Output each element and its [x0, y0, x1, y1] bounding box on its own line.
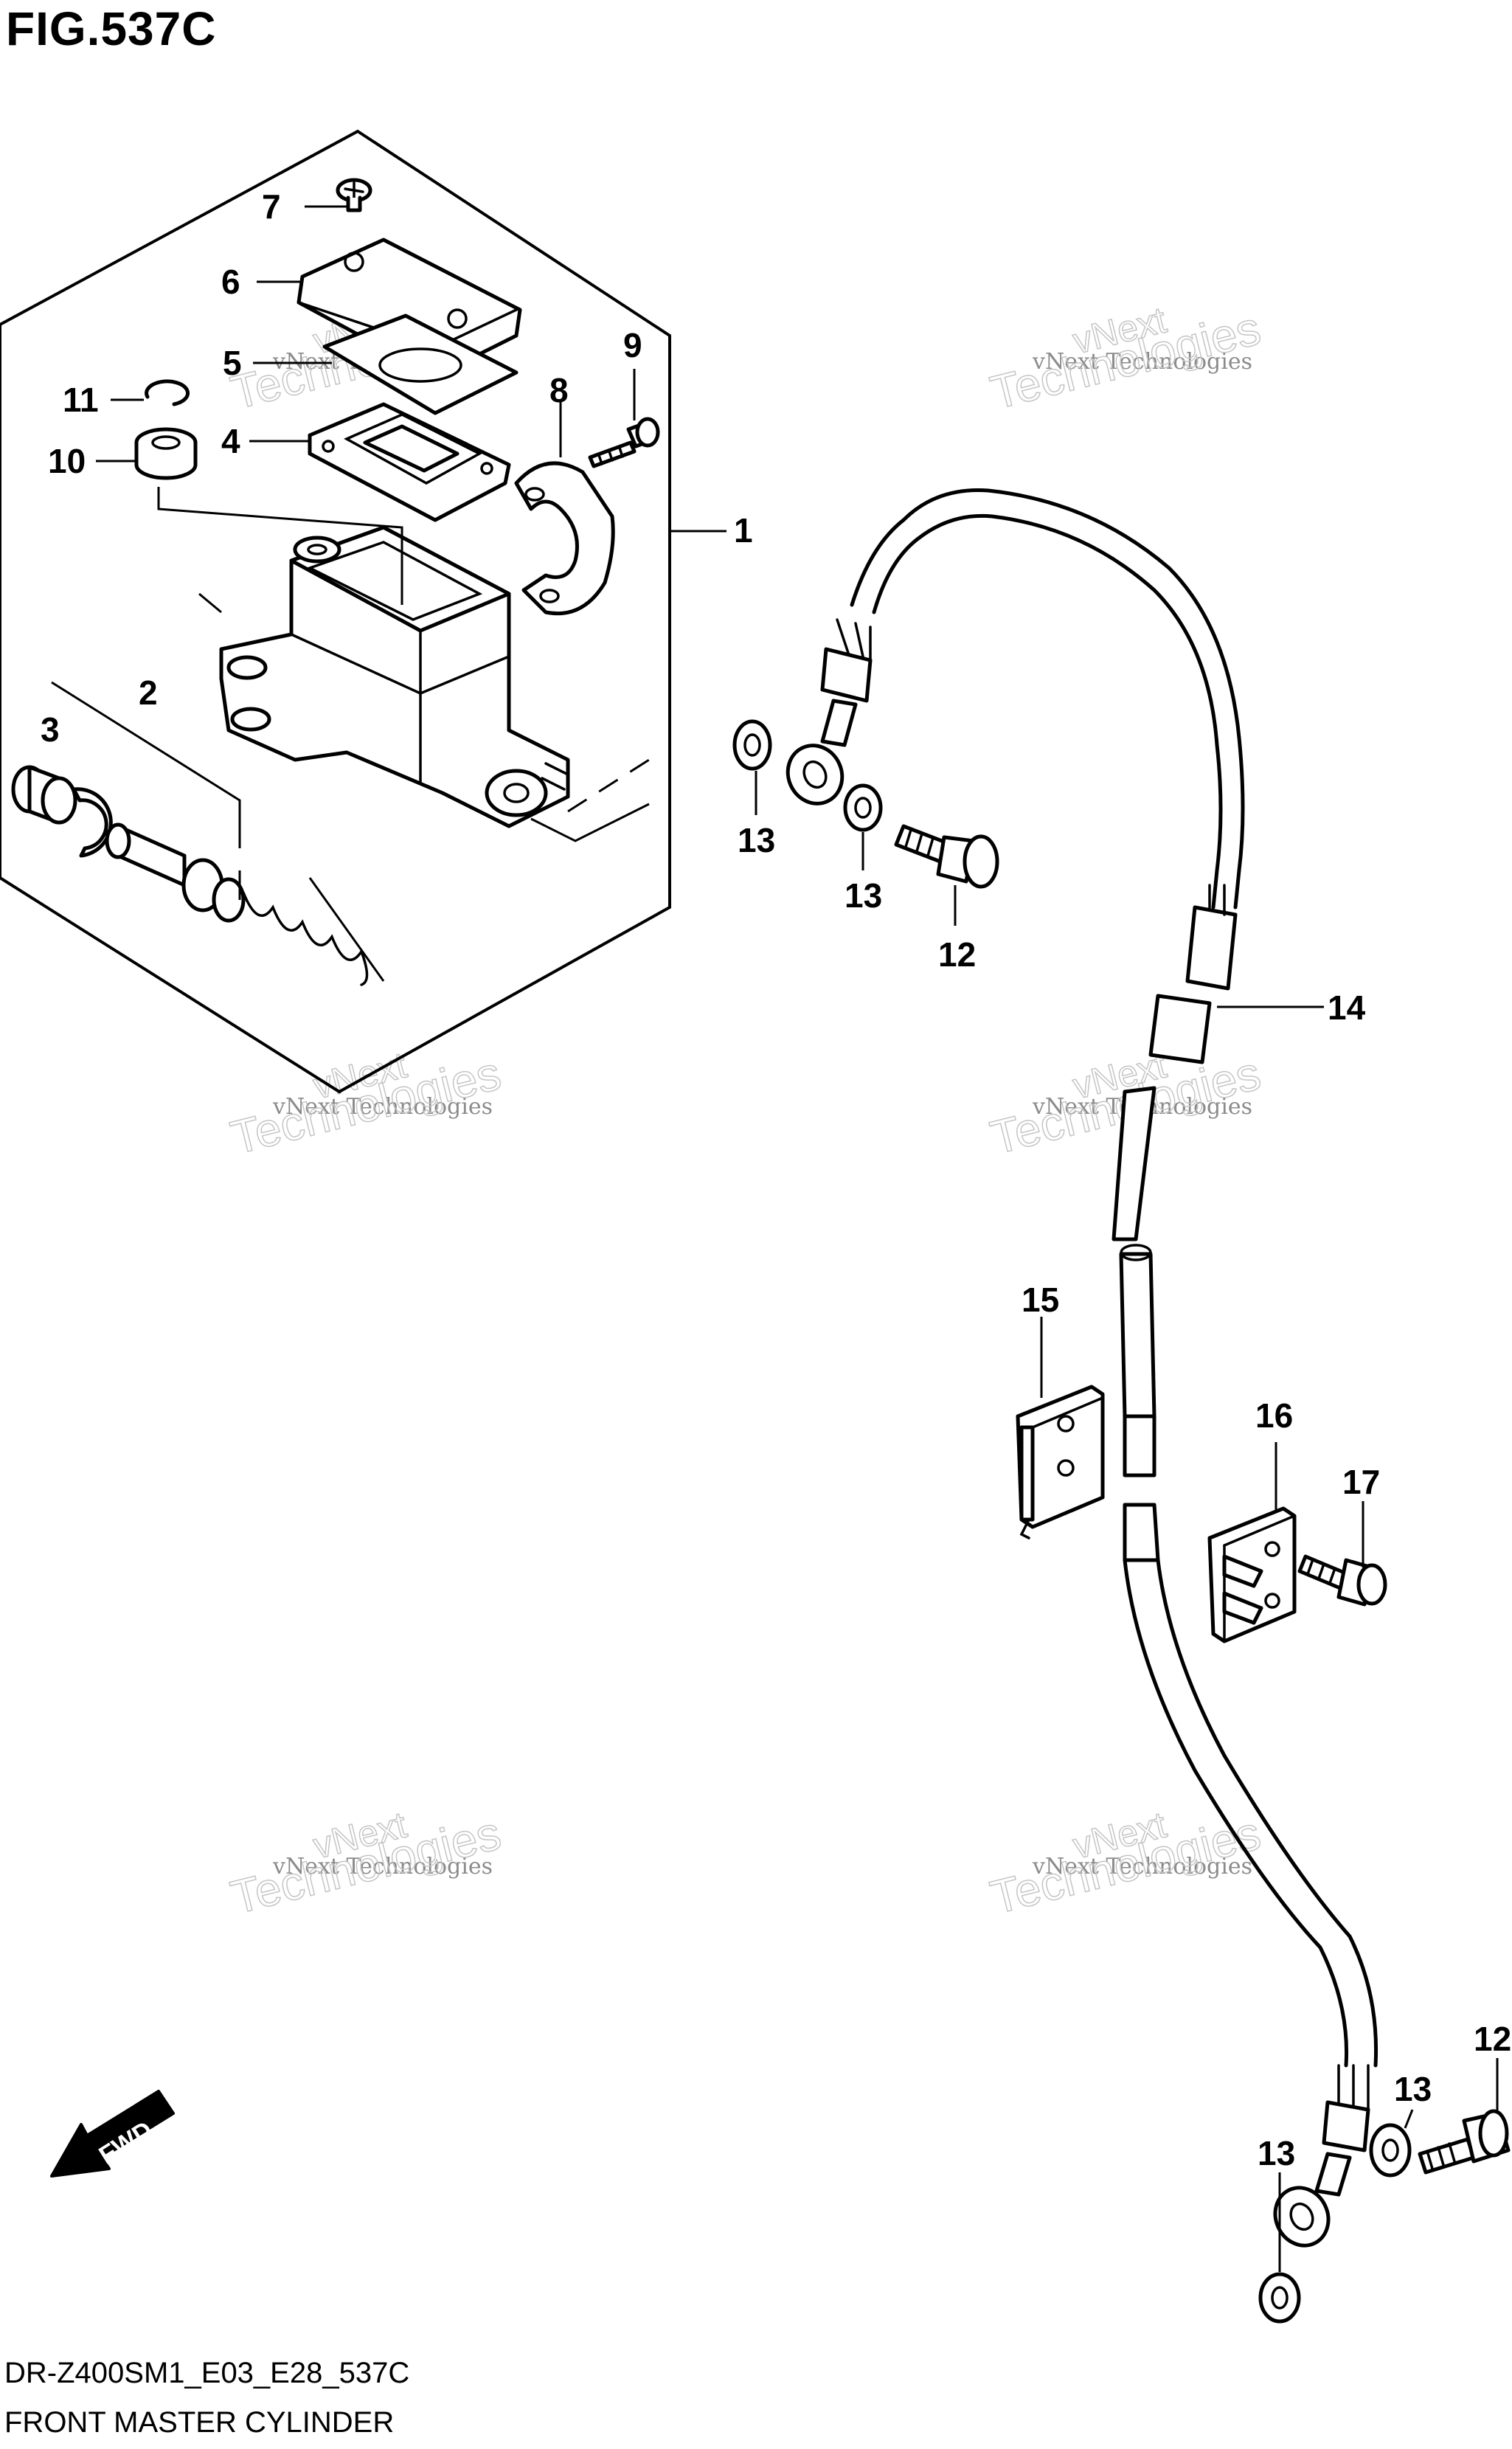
- callout-13-d: 13: [1258, 2134, 1295, 2172]
- part-12-union-bolt-upper: [894, 824, 999, 889]
- watermark-2: vNext Technologies Technologies vNext: [985, 299, 1266, 420]
- part-4-diaphragm: [308, 402, 511, 522]
- callout-14: 14: [1328, 988, 1366, 1027]
- callout-9: 9: [623, 326, 642, 364]
- callout-12-a: 12: [938, 935, 976, 974]
- callout-6: 6: [221, 263, 240, 301]
- part-11-circlip: [145, 379, 190, 406]
- callout-16: 16: [1255, 1396, 1293, 1435]
- watermark-text: vNext Technologies: [272, 1094, 493, 1120]
- watermark-text: vNext Technologies: [1032, 349, 1252, 375]
- part-17-bolt: [1297, 1554, 1387, 1607]
- callout-4: 4: [221, 422, 240, 460]
- callout-12-b: 12: [1474, 2020, 1511, 2058]
- watermark-5: vNext Technologies Technologies vNext: [225, 1804, 506, 1925]
- part-1-master-cylinder-body: [198, 525, 650, 842]
- callout-11: 11: [63, 381, 99, 419]
- callout-13-a: 13: [738, 821, 775, 859]
- part-8-handlebar-holder: [514, 461, 615, 616]
- watermark-3: vNext Technologies Technologies vNext: [225, 1044, 506, 1165]
- callout-2: 2: [139, 673, 158, 712]
- master-cylinder-assembly-outline: [0, 129, 671, 1094]
- diagram-caption: FRONT MASTER CYLINDER: [4, 2406, 395, 2439]
- callout-7: 7: [262, 187, 281, 226]
- part-13-washer-a: [732, 719, 772, 771]
- callout-1: 1: [734, 511, 753, 550]
- part-13-washer-c: [1369, 2123, 1412, 2178]
- watermark-text: vNext Technologies: [272, 1854, 493, 1880]
- callout-13-b: 13: [845, 876, 882, 915]
- callout-5: 5: [223, 344, 242, 382]
- part-2-3-piston-kit: [11, 681, 385, 986]
- callout-10: 10: [48, 442, 86, 480]
- figure-title: FIG.537C: [6, 2, 217, 55]
- part-16-hose-clamp: [1207, 1506, 1297, 1643]
- part-13-washer-b: [843, 783, 883, 832]
- callout-3: 3: [41, 710, 60, 749]
- leader-lines: [96, 205, 1499, 2272]
- part-9-bolt: [588, 417, 660, 468]
- part-15-hose-clamp: [1016, 1385, 1105, 1539]
- part-13-washer-d: [1258, 2272, 1301, 2324]
- part-14-brake-hose: [786, 488, 1379, 2248]
- part-5-plate: [322, 314, 519, 415]
- part-7-screw: [336, 178, 372, 212]
- callout-17: 17: [1342, 1463, 1380, 1501]
- diagram-code: DR-Z400SM1_E03_E28_537C: [4, 2357, 410, 2389]
- callout-13-c: 13: [1394, 2070, 1432, 2108]
- watermark-text: vNext Technologies: [1032, 1854, 1252, 1880]
- part-10-boot: [134, 427, 198, 480]
- callout-15: 15: [1022, 1281, 1059, 1319]
- callout-labels: 7 6 5 4 11 10 8 9 1 2 3 13 13 12 14 15 1…: [41, 187, 1511, 2172]
- callout-8: 8: [549, 371, 569, 409]
- watermark-6: vNext Technologies Technologies vNext: [985, 1804, 1266, 1925]
- fwd-arrow-icon: FWD: [50, 2090, 175, 2178]
- part-12-union-bolt-lower: [1418, 2109, 1511, 2175]
